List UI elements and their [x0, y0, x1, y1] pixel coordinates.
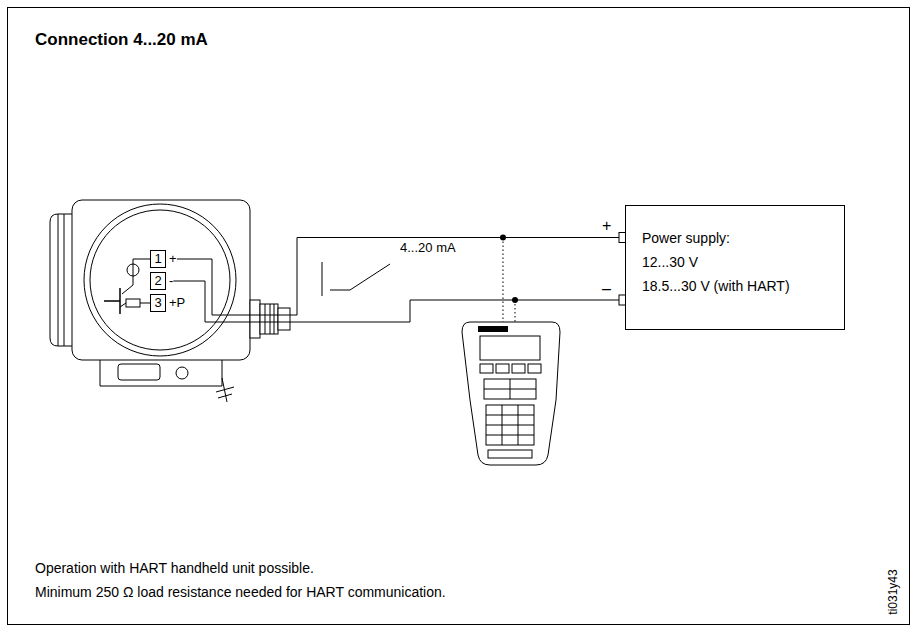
terminal-block: 3+P [150, 294, 185, 312]
note: Minimum 250 Ω load resistance needed for… [35, 583, 446, 601]
handheld-key [512, 364, 525, 373]
transistor-emitter [120, 303, 126, 307]
terminal-number: 3 [150, 294, 166, 312]
hart-handheld [462, 322, 560, 465]
housing-lid [84, 204, 236, 356]
bracket-slot [118, 364, 160, 380]
cable-gland-nut [260, 304, 278, 334]
housing-ribs [58, 214, 64, 346]
resistor-symbol [126, 299, 140, 307]
power-supply-box: Power supply:12...30 V18.5...30 V (with … [625, 205, 845, 330]
polarity-label: + [602, 218, 611, 234]
handheld-bottom-keys [488, 450, 532, 458]
hart-lead [503, 238, 504, 323]
handheld-keypad [486, 405, 534, 445]
handheld-arrow-keys [484, 379, 536, 399]
circuit-wire [140, 303, 150, 304]
signal-wire [173, 281, 625, 322]
terminal-block: 2- [150, 272, 173, 290]
handheld-key [480, 364, 493, 373]
handheld-keypad-grid [486, 405, 534, 445]
gland-ridges [265, 304, 274, 334]
transistor-collector [122, 276, 133, 294]
junction-dot [500, 235, 506, 241]
cable-gland [250, 300, 260, 338]
drawing-id: ti031y43 [886, 569, 900, 614]
junction-dot [512, 297, 518, 303]
housing [72, 200, 250, 360]
signal-label: 4...20 mA [400, 241, 456, 255]
handheld-key [496, 364, 509, 373]
ground-screw [216, 378, 234, 402]
hart-lead [515, 300, 516, 322]
note: Operation with HART handheld unit possib… [35, 559, 314, 577]
terminal-polarity: +P [169, 295, 185, 311]
handheld-brand-plate [478, 326, 508, 332]
terminal-block: 1+ [150, 250, 177, 268]
signal-axis [322, 262, 323, 296]
terminal-polarity: - [169, 273, 173, 289]
supply-heading: Power supply: [642, 226, 832, 250]
diagram-title: Connection 4...20 mA [35, 30, 208, 50]
frame [8, 8, 910, 625]
transistor-symbol [104, 288, 120, 314]
supply-voltage: 12...30 V [642, 250, 832, 274]
polarity-label: – [602, 281, 611, 297]
signal-ramp [330, 264, 390, 290]
cable-gland-cap [278, 308, 290, 330]
signal-wire [177, 238, 625, 316]
handheld-screen [480, 336, 540, 360]
mounting-bracket [100, 358, 222, 386]
supply-voltage: 18.5...30 V (with HART) [642, 274, 832, 298]
handheld-key [528, 364, 541, 373]
handheld-arrow-grid [484, 379, 536, 399]
terminal-number: 2 [150, 272, 166, 290]
bracket-hole [176, 367, 188, 379]
terminal-number: 1 [150, 250, 166, 268]
circuit-wire [133, 259, 150, 264]
housing-lid-inner [90, 210, 230, 350]
current-source-line [133, 264, 134, 276]
terminal-polarity: + [169, 251, 177, 267]
current-source-symbol [127, 264, 139, 276]
housing-fins [50, 214, 74, 346]
